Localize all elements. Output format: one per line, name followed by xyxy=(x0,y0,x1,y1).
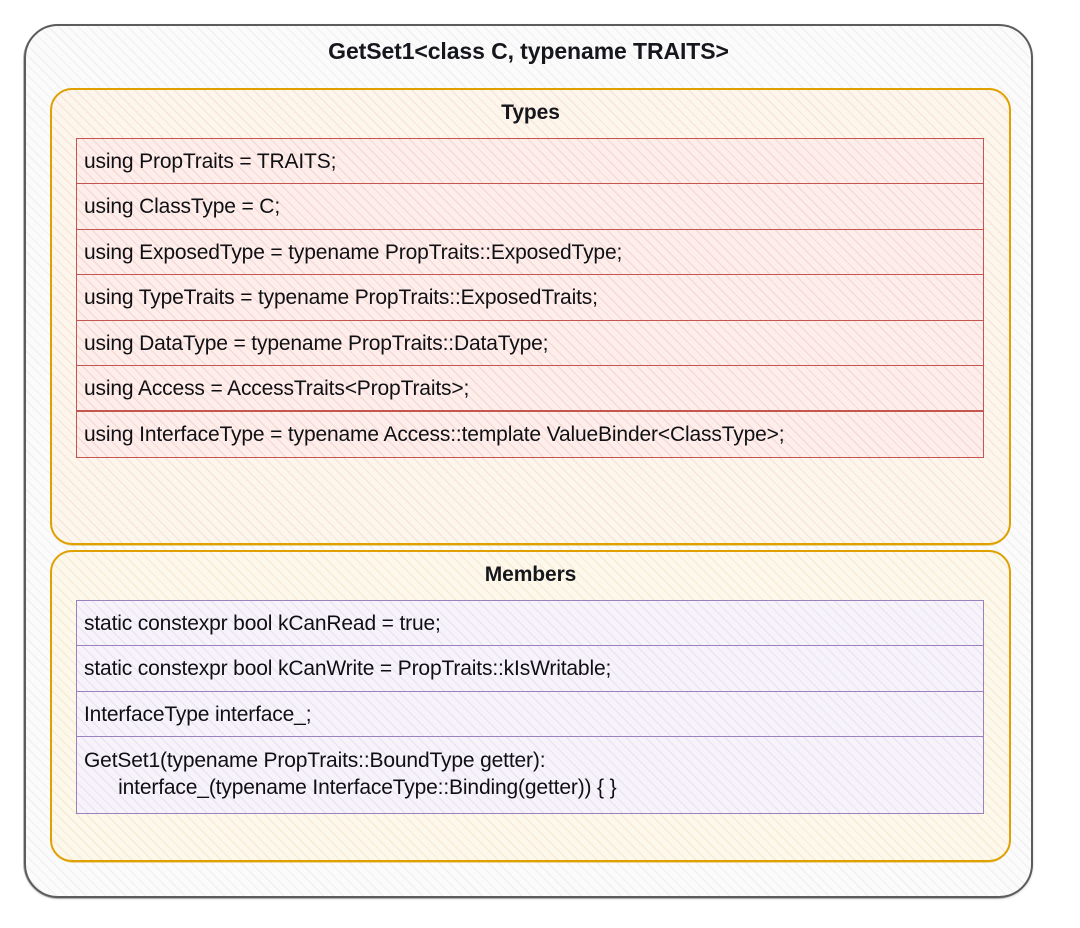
table-row: using DataType = typename PropTraits::Da… xyxy=(76,319,984,367)
table-row: using ClassType = C; xyxy=(76,183,984,231)
table-row: static constexpr bool kCanWrite = PropTr… xyxy=(76,645,984,693)
table-row: using ExposedType = typename PropTraits:… xyxy=(76,228,984,276)
table-row: using InterfaceType = typename Access::t… xyxy=(76,410,984,459)
row-list-members: static constexpr bool kCanRead = true; s… xyxy=(76,600,984,815)
compartment-title-types: Types xyxy=(501,101,560,124)
row-list-types: using PropTraits = TRAITS; using ClassTy… xyxy=(76,138,984,459)
compartment-types: Types using PropTraits = TRAITS; using C… xyxy=(49,88,1011,546)
compartment-members: Members static constexpr bool kCanRead =… xyxy=(49,550,1011,863)
table-row: using Access = AccessTraits<PropTraits>; xyxy=(76,365,984,413)
class-title: GetSet1<class C, typename TRAITS> xyxy=(328,38,729,64)
class-box-getset1: GetSet1<class C, typename TRAITS> Types … xyxy=(23,24,1033,899)
table-row: InterfaceType interface_; xyxy=(76,690,984,738)
table-row: using TypeTraits = typename PropTraits::… xyxy=(76,274,984,322)
table-row: GetSet1(typename PropTraits::BoundType g… xyxy=(76,736,984,815)
compartment-title-members: Members xyxy=(484,563,577,586)
table-row: static constexpr bool kCanRead = true; xyxy=(76,600,984,647)
table-row: using PropTraits = TRAITS; xyxy=(76,138,984,185)
